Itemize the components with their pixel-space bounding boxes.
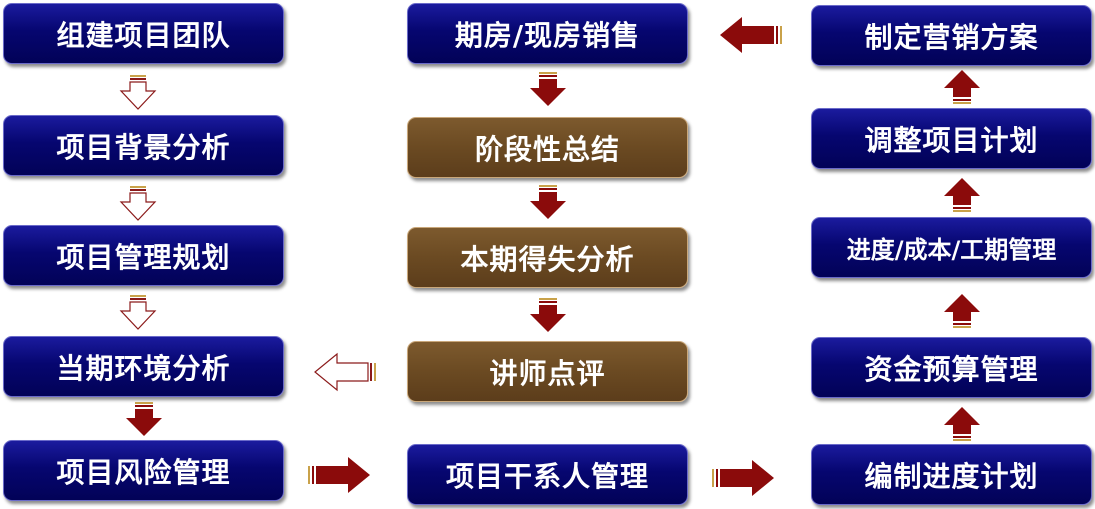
solid-arrow-up-icon [944,70,980,104]
step-project-risk-management: 项目风险管理 [3,440,284,501]
solid-arrow-up-icon [944,178,980,212]
hollow-arrow-down-icon [119,186,157,221]
step-project-management-planning: 项目管理规划 [3,225,284,286]
step-adjust-project-plan: 调整项目计划 [811,108,1092,169]
solid-arrow-right-icon [308,457,370,493]
solid-arrow-down-icon [126,402,162,436]
step-budget-management: 资金预算管理 [811,337,1092,398]
step-project-background-analysis: 项目背景分析 [3,115,284,176]
solid-arrow-down-icon [530,298,566,332]
hollow-arrow-left-icon [314,352,376,392]
solid-arrow-down-icon [530,72,566,106]
hollow-arrow-down-icon [119,295,157,330]
step-current-environment-analysis: 当期环境分析 [3,336,284,397]
solid-arrow-right-icon [712,460,774,496]
hollow-arrow-down-icon [119,75,157,110]
solid-arrow-left-icon [720,17,782,53]
solid-arrow-up-icon [944,407,980,441]
step-schedule-cost-duration-management: 进度/成本/工期管理 [811,217,1092,278]
step-stage-summary: 阶段性总结 [407,117,688,178]
step-form-project-team: 组建项目团队 [3,3,284,64]
step-gain-loss-analysis: 本期得失分析 [407,227,688,288]
step-sales: 期房/现房销售 [407,3,688,64]
step-instructor-review: 讲师点评 [407,341,688,402]
solid-arrow-up-icon [944,294,980,328]
step-marketing-plan: 制定营销方案 [811,5,1092,66]
step-schedule-planning: 编制进度计划 [811,444,1092,505]
step-stakeholder-management: 项目干系人管理 [407,444,688,505]
solid-arrow-down-icon [530,185,566,219]
